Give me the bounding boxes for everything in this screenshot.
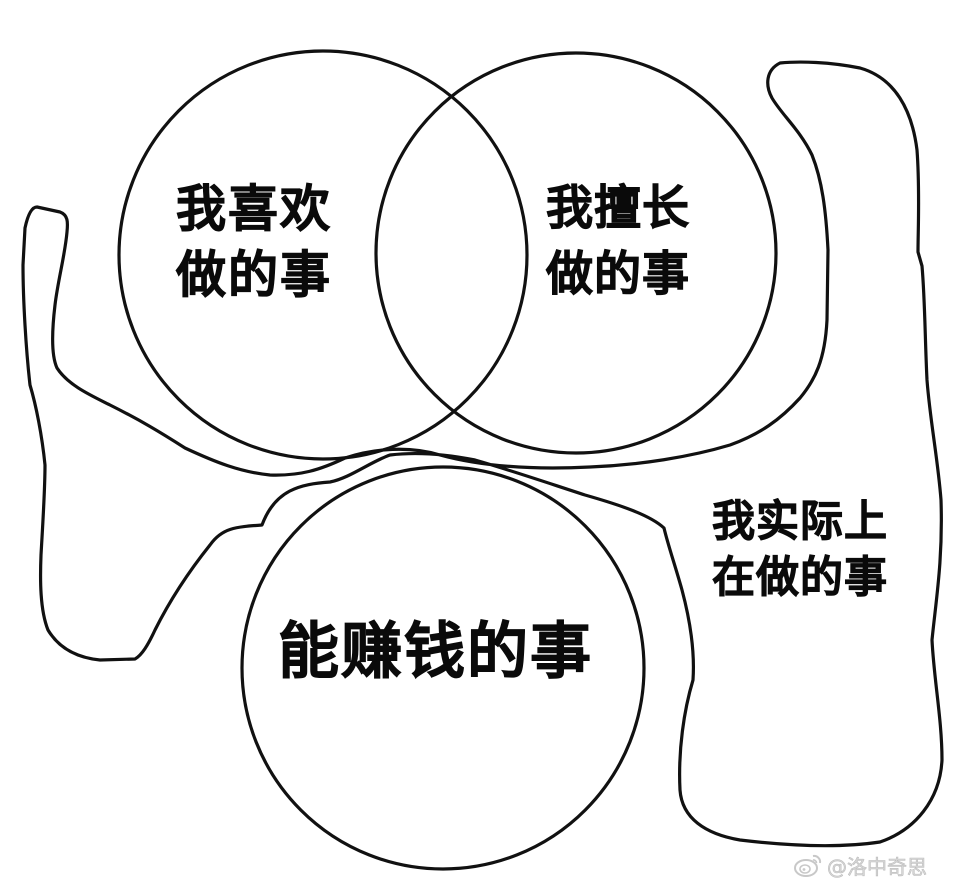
watermark: @洛中奇思 <box>793 852 928 879</box>
weibo-icon <box>794 854 822 877</box>
circle-money <box>240 465 646 871</box>
watermark-text: @洛中奇思 <box>827 854 928 879</box>
label-actual-line-2: 在做的事 <box>712 553 888 604</box>
freehand-actual-region <box>21 60 944 848</box>
label-money-line-1: 能赚钱的事 <box>278 616 594 688</box>
label-good-line-1: 我擅长 <box>546 181 690 237</box>
label-actual-line-1: 我实际上 <box>712 497 888 548</box>
label-things-that-make-money: 能赚钱的事 <box>278 616 593 688</box>
circle-like <box>117 49 529 461</box>
label-like-line-2: 做的事 <box>176 246 332 305</box>
label-what-im-actually-doing: 我实际上 在做的事 <box>712 494 888 606</box>
label-good-line-2: 做的事 <box>546 247 690 303</box>
label-like-line-1: 我喜欢 <box>176 180 332 239</box>
circle-good <box>374 51 778 455</box>
label-things-i-like: 我喜欢 做的事 <box>176 176 332 308</box>
label-things-im-good-at: 我擅长 做的事 <box>546 176 690 308</box>
